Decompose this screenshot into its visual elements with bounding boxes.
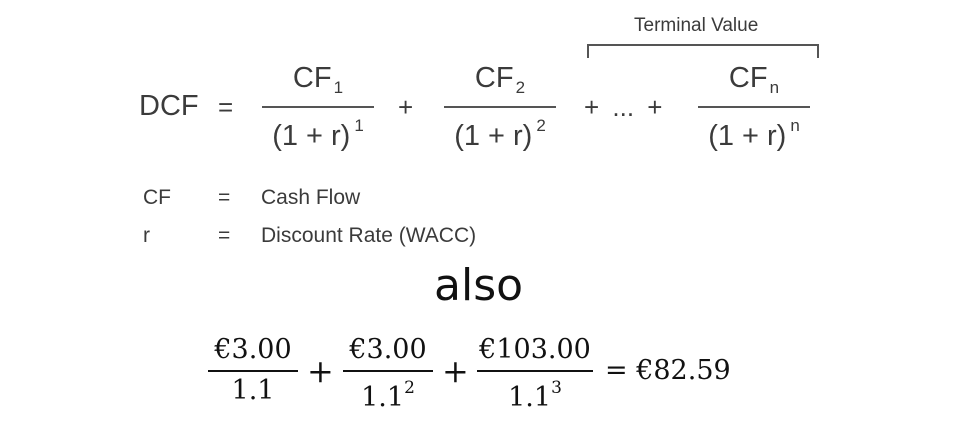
numerator-subscript: n [769, 78, 780, 97]
example-result: = €82.59 [605, 355, 731, 386]
denominator-exponent: 3 [551, 378, 562, 398]
denominator-text: (1 + r) [454, 120, 533, 152]
fraction-line [477, 370, 593, 372]
legend-symbol: CF [143, 186, 171, 209]
example-term-3-numerator: €103.00 [479, 334, 591, 365]
example-term-3-denominator: 1.13 [472, 378, 598, 413]
denominator-exponent: 2 [536, 116, 546, 135]
numerator-text: CF [474, 62, 514, 94]
example-term-2-denominator: 1.12 [340, 378, 436, 413]
term-n-denominator: (1 + r)n [698, 116, 810, 153]
formula-equals: = [218, 92, 234, 122]
dcf-label: DCF [139, 90, 199, 122]
denominator-exponent: 2 [404, 378, 415, 398]
plus-sign: + [442, 352, 469, 390]
numerator-subscript: 1 [333, 78, 344, 97]
fraction-line [343, 370, 433, 372]
numerator-text: CF [292, 62, 332, 94]
denominator-text: 1.1 [231, 375, 275, 406]
fraction-line [444, 106, 556, 108]
plus-sign: + [307, 352, 334, 390]
fraction-line [262, 106, 374, 108]
term-2-denominator: (1 + r)2 [444, 116, 556, 153]
denominator-exponent: n [790, 116, 800, 135]
example-term-1-denominator: 1.1 [205, 375, 301, 406]
numerator-subscript: 2 [515, 78, 526, 97]
legend-symbol: r [143, 224, 150, 247]
denominator-text: (1 + r) [272, 120, 351, 152]
fraction-line [208, 370, 298, 372]
legend-meaning: Discount Rate (WACC) [261, 224, 477, 247]
terminal-value-label: Terminal Value [634, 15, 759, 36]
ellipsis-plus: + ... + [584, 92, 663, 122]
numerator-text: CF [728, 62, 768, 94]
denominator-text: 1.1 [361, 382, 405, 413]
denominator-exponent: 1 [354, 116, 364, 135]
example-term-1-numerator: €3.00 [214, 334, 292, 365]
denominator-text: (1 + r) [708, 120, 787, 152]
denominator-text: 1.1 [508, 382, 552, 413]
terminal-value-bracket [587, 44, 819, 58]
plus-sign: + [398, 92, 414, 122]
separator-text: also [434, 260, 524, 311]
legend-equals: = [218, 224, 231, 247]
legend-meaning: Cash Flow [261, 186, 361, 209]
term-1-denominator: (1 + r)1 [262, 116, 374, 153]
fraction-line [698, 106, 810, 108]
example-term-2-numerator: €3.00 [349, 334, 427, 365]
legend-equals: = [218, 186, 231, 209]
